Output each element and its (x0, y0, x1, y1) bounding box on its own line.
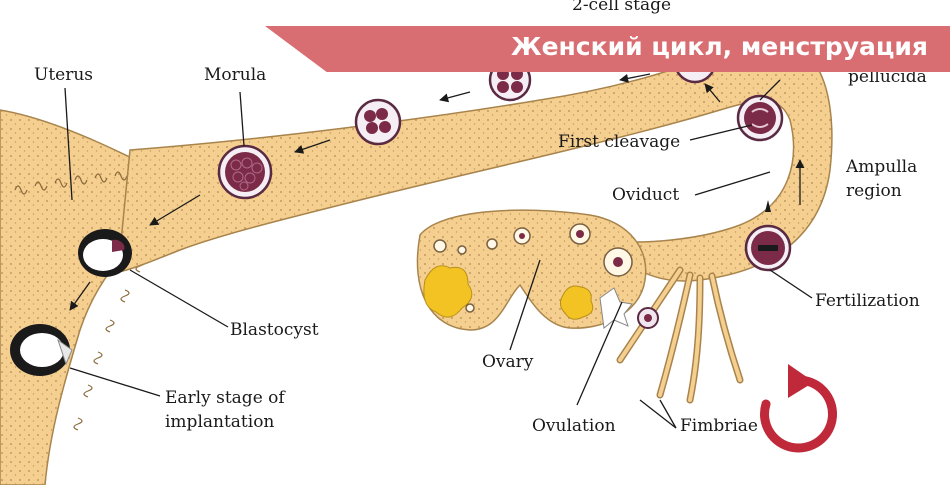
label-ovary: Ovary (482, 352, 534, 372)
label-zona-pellucida: pellucida (848, 67, 927, 87)
label-fimbriae: Fimbriae (680, 416, 758, 436)
leader-lines (64, 79, 813, 429)
replay-arrow-icon[interactable] (752, 362, 844, 462)
label-implantation: implantation (165, 412, 274, 432)
implanting-blastocyst (10, 324, 73, 376)
label-ampulla-region: region (846, 181, 902, 201)
label-uterus: Uterus (34, 65, 93, 85)
label-early-stage: Early stage of (165, 388, 286, 408)
blastocyst-cell (78, 229, 132, 277)
label-two-cell-stage: 2-cell stage (572, 0, 671, 15)
label-fertilization: Fertilization (815, 291, 920, 311)
corpus-luteum-1 (423, 265, 473, 318)
travel-arrows (69, 73, 805, 311)
released-ovum-nucleus (644, 314, 652, 322)
title-banner: Женский цикл, менструация (265, 26, 950, 72)
first-cleavage-cell (736, 94, 784, 142)
eight-cell-embryo (354, 98, 402, 146)
oviduct-texture (118, 38, 832, 281)
label-ampulla: Ampulla (845, 157, 917, 177)
label-blastocyst: Blastocyst (230, 320, 319, 340)
banner-title: Женский цикл, менструация (510, 32, 928, 61)
label-oviduct: Oviduct (612, 185, 679, 205)
follicle-nuclei (519, 230, 623, 267)
label-first-cleavage: First cleavage (558, 132, 680, 152)
sperm-entry-mark (765, 200, 771, 212)
label-morula: Morula (204, 65, 266, 85)
morula-cell (217, 144, 273, 200)
label-ovulation: Ovulation (532, 416, 616, 436)
fertilized-egg (744, 224, 792, 272)
ovulation-burst (599, 287, 633, 329)
corpus-luteum-2 (559, 285, 594, 320)
fimbriae-fill (618, 268, 742, 402)
